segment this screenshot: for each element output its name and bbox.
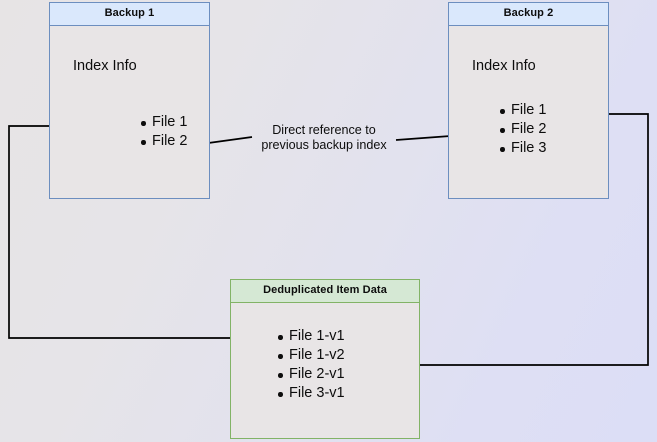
node-deduplicated-item-data-body: File 1-v1 File 1-v2 File 2-v1 File 3-v1 <box>231 303 419 436</box>
node-backup-1[interactable]: Backup 1 Index Info File 1 File 2 <box>49 2 210 199</box>
backup-2-index-info-label: Index Info <box>472 58 536 74</box>
list-item: File 3-v1 <box>278 385 345 401</box>
node-backup-2[interactable]: Backup 2 Index Info File 1 File 2 File 3 <box>448 2 609 199</box>
backup-2-file-list: File 1 File 2 File 3 <box>497 101 546 158</box>
list-item: File 2 <box>499 121 547 137</box>
direct-reference-note: Direct reference to previous backup inde… <box>261 123 387 152</box>
deduplicated-file-list: File 1-v1 File 1-v2 File 2-v1 File 3-v1 <box>275 327 345 403</box>
node-backup-1-body: Index Info File 1 File 2 <box>50 26 209 196</box>
list-item: File 1 <box>499 102 547 118</box>
node-backup-2-body: Index Info File 1 File 2 File 3 <box>449 26 608 196</box>
list-item: File 1-v2 <box>278 347 345 363</box>
node-deduplicated-item-data[interactable]: Deduplicated Item Data File 1-v1 File 1-… <box>230 279 420 439</box>
node-deduplicated-item-data-header: Deduplicated Item Data <box>231 280 419 303</box>
backup-1-index-info-label: Index Info <box>73 58 137 74</box>
list-item: File 1-v1 <box>278 328 345 344</box>
list-item: File 2-v1 <box>278 366 345 382</box>
node-backup-2-header: Backup 2 <box>449 3 608 26</box>
node-backup-1-header: Backup 1 <box>50 3 209 26</box>
list-item: File 2 <box>140 133 188 149</box>
list-item: File 3 <box>499 140 547 156</box>
backup-1-file-list: File 1 File 2 <box>138 113 187 151</box>
list-item: File 1 <box>140 114 188 130</box>
